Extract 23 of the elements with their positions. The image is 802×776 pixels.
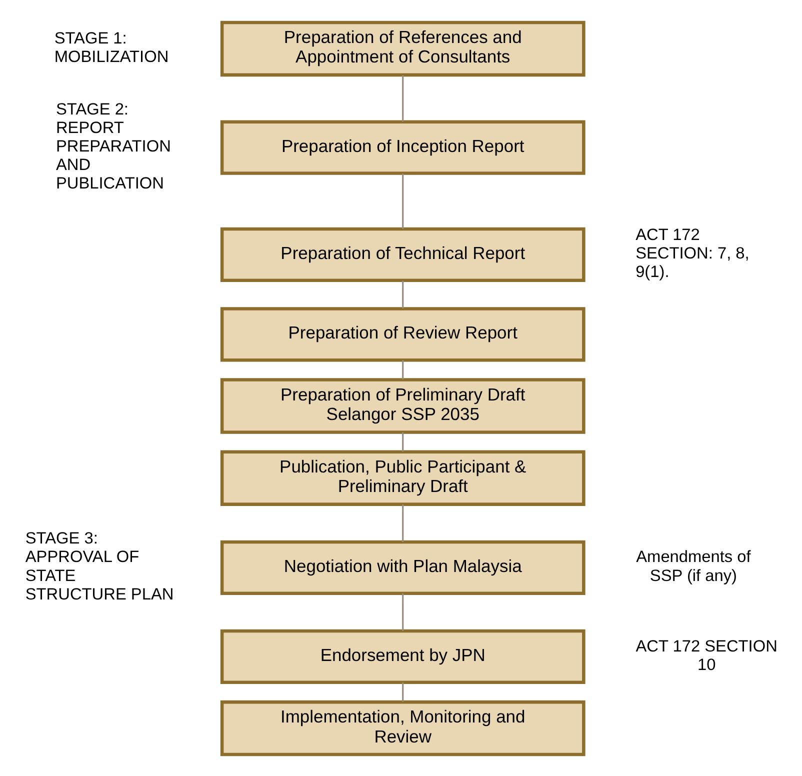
label: STAGE 1: MOBILIZATION [54,28,168,66]
connector [402,682,404,702]
node-box: Preparation of Technical Report [220,226,585,282]
node-box: Preparation of Review Report [220,306,585,362]
connector [402,280,404,308]
connector [402,360,404,379]
node-box: Negotiation with Plan Malaysia [220,540,585,594]
node-box: Preparation of References and Appointment of Consultants [220,20,585,76]
label: STAGE 2: REPORT PREPARATION AND PUBLICATION [55,100,170,192]
node-box: Endorsement by JPN [220,628,585,684]
connector [402,504,404,542]
node-box: Preparation of Preliminary Draft Selangor SSP 2035 [220,378,585,434]
node-label: Amendments of SSP (if any) [636,548,750,584]
connector [402,74,404,122]
connector [402,432,404,452]
label: ACT 172 SECTION: 7, 8, 9(1). [635,225,749,281]
node-box: Preparation of Inception Report [220,120,585,174]
connector [402,173,404,228]
node-box: Publication, Public Participant & Preliminary Draft [220,450,585,506]
node-box: Implementation, Monitoring and Review [220,700,585,756]
label: STAGE 3: APPROVAL OF STATE STRUCTURE PLAN [24,529,174,603]
node-label: ACT 172 SECTION 10 [635,636,777,674]
connector [402,592,404,630]
